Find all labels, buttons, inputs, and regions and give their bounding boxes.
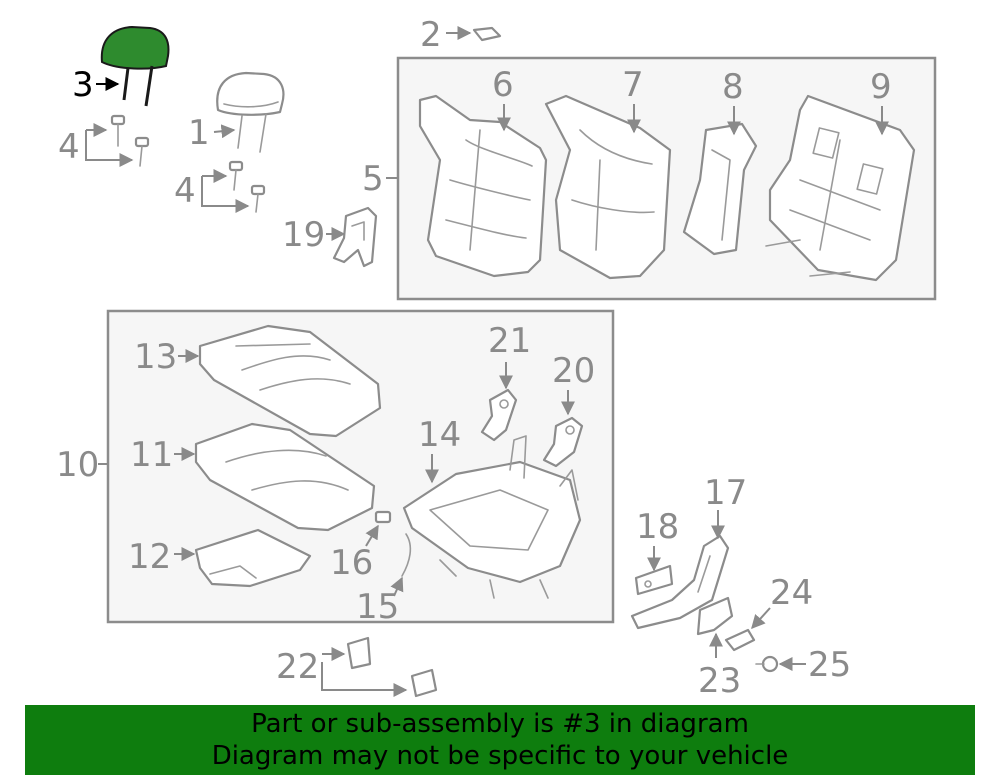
- callout-2: 2: [420, 15, 442, 55]
- banner-line-2: Diagram may not be specific to your vehi…: [211, 741, 789, 771]
- callout-5: 5: [362, 159, 384, 199]
- seatback-cover-part-6[interactable]: [418, 94, 548, 278]
- callout-19: 19: [282, 215, 325, 255]
- cushion-cover-part-13[interactable]: [198, 324, 382, 438]
- screw-part-25[interactable]: [755, 655, 779, 673]
- callout-16: 16: [330, 543, 373, 583]
- clip-part-16[interactable]: [374, 510, 392, 524]
- leader-16: [365, 524, 379, 547]
- callout-6: 6: [492, 65, 514, 105]
- side-panel-part-8[interactable]: [682, 122, 758, 256]
- info-banner: Part or sub-assembly is #3 in diagram Di…: [25, 705, 975, 775]
- leader-4a: [85, 130, 134, 167]
- callout-15: 15: [356, 587, 399, 627]
- bracket-part-18[interactable]: [634, 564, 674, 596]
- callout-24: 24: [770, 573, 813, 613]
- leader-22: [321, 662, 408, 697]
- callout-25: 25: [808, 645, 851, 685]
- bracket-part-20[interactable]: [542, 416, 584, 468]
- bracket-part-23[interactable]: [696, 596, 734, 636]
- leader-1: [213, 124, 236, 139]
- callout-4a: 4: [58, 127, 80, 167]
- callout-13: 13: [134, 337, 177, 377]
- guide-part-4b[interactable]: [228, 160, 266, 213]
- callout-22: 22: [276, 647, 319, 687]
- guide-part-4a[interactable]: [110, 114, 150, 167]
- callout-21: 21: [488, 321, 531, 361]
- seatback-pad-part-7[interactable]: [544, 94, 672, 280]
- mat-part-12[interactable]: [194, 528, 312, 588]
- callout-17: 17: [704, 473, 747, 513]
- callout-9: 9: [870, 67, 892, 107]
- cushion-pad-part-11[interactable]: [194, 422, 376, 532]
- clip-part-24[interactable]: [724, 628, 756, 652]
- leader-15: [390, 576, 404, 597]
- hook-part-22[interactable]: [346, 636, 438, 698]
- callout-12: 12: [128, 537, 171, 577]
- callout-1: 1: [188, 113, 210, 153]
- clip-part-2[interactable]: [472, 26, 502, 42]
- cable-part-15[interactable]: [401, 533, 412, 577]
- callout-23: 23: [698, 661, 741, 701]
- callout-10: 10: [56, 445, 99, 485]
- bracket-part-21[interactable]: [480, 388, 518, 442]
- leader-24: [751, 607, 771, 630]
- bracket-part-19[interactable]: [332, 206, 378, 268]
- callout-7: 7: [622, 65, 644, 105]
- callout-14: 14: [418, 415, 461, 455]
- trim-panel-part-17[interactable]: [630, 534, 730, 630]
- callout-3: 3: [72, 65, 94, 105]
- headrest-part-3[interactable]: [100, 25, 170, 107]
- headrest-part-1[interactable]: [216, 71, 285, 153]
- callout-20: 20: [552, 351, 595, 391]
- seatback-frame-part-9[interactable]: [765, 94, 916, 282]
- leader-4b: [201, 176, 250, 213]
- banner-line-1: Part or sub-assembly is #3 in diagram: [251, 709, 749, 739]
- callout-8: 8: [722, 67, 744, 107]
- callout-4b: 4: [174, 171, 196, 211]
- cushion-frame-part-14[interactable]: [402, 435, 582, 599]
- callout-11: 11: [130, 435, 173, 475]
- callout-18: 18: [636, 507, 679, 547]
